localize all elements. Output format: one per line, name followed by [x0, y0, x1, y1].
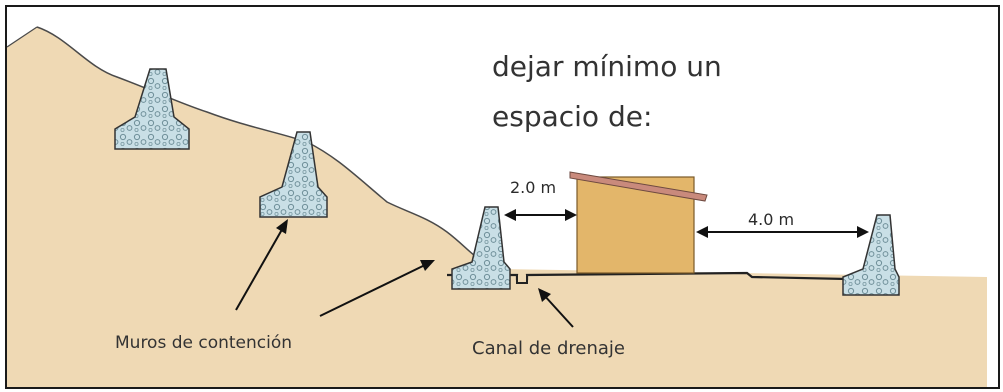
gap-arrow-left — [504, 209, 577, 221]
retaining-wall-2 — [259, 131, 328, 218]
left-gap-label: 2.0 m — [510, 178, 557, 197]
heading-line-1: dejar mínimo un — [492, 50, 722, 83]
retaining-wall-4 — [842, 214, 900, 296]
retaining-wall-3 — [451, 206, 511, 290]
right-gap-label: 4.0 m — [748, 210, 795, 229]
diagram-frame: dejar mínimo un espacio de: 2.0 m 4.0 m … — [5, 5, 1000, 389]
pointer-arrow-wall2 — [235, 219, 288, 311]
retaining-wall-1 — [114, 68, 190, 150]
hill-top-edge — [7, 26, 38, 48]
heading-line-2: espacio de: — [492, 100, 653, 133]
house-roof — [569, 171, 708, 202]
hillside-scene — [7, 26, 987, 387]
hillside — [7, 27, 987, 387]
walls-label: Muros de contención — [115, 333, 293, 353]
gap-arrow-right — [696, 226, 869, 238]
pointer-arrow-wall3 — [319, 260, 435, 317]
canal-label: Canal de drenaje — [472, 338, 625, 359]
pointer-arrow-canal — [538, 288, 574, 328]
drainage-channel — [516, 275, 528, 284]
